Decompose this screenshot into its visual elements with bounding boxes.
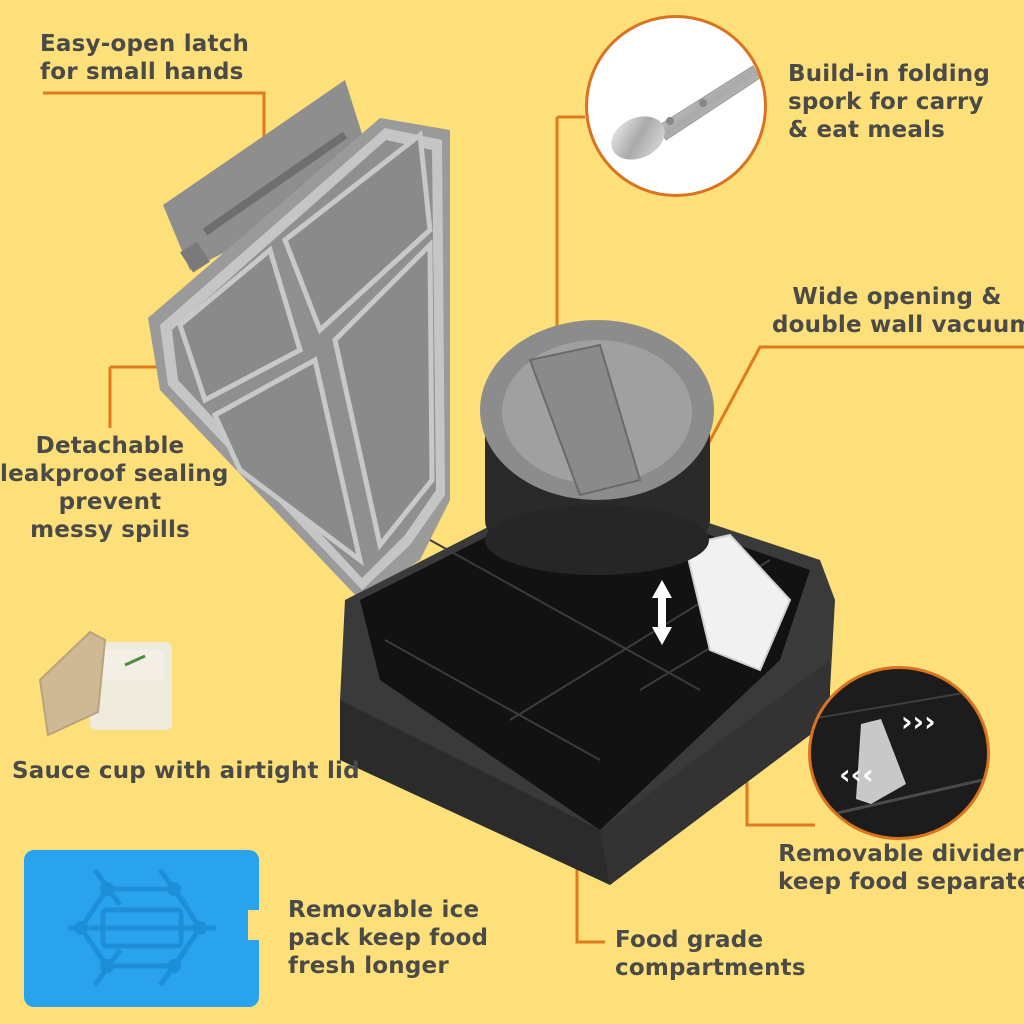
callout-sealing-line-1: Detachable [35,433,185,459]
callout-spork-line-3: & eat meals [788,117,946,143]
spork-icon [611,65,761,160]
svg-text:›››: ››› [901,705,936,738]
callout-vacuum-line-1: Wide opening & [792,284,1002,310]
callout-sealing-line-3: prevent [58,489,162,515]
callout-spork-line-2: spork for carry [788,89,984,115]
callout-compartments-line-1: Food grade [615,927,764,953]
base [340,480,835,885]
spork-inset-circle [585,15,767,197]
callout-sauce: Sauce cup with airtight lid [12,757,360,785]
callout-divider-line-2: keep food separate [778,869,1024,895]
callout-sauce-line-1: Sauce cup with airtight lid [12,758,360,784]
callout-icepack-line-2: pack keep food [288,925,489,951]
callout-divider: Removable divider keep food separate [778,840,1024,896]
callout-compartments-line-2: compartments [615,955,806,981]
callout-sealing: Detachable leakproof sealing prevent mes… [0,432,229,544]
callout-icepack-line-3: fresh longer [288,953,449,979]
callout-icepack: Removable ice pack keep food fresh longe… [288,896,488,980]
callout-latch-line-1: Easy-open latch [40,31,250,57]
callout-vacuum: Wide opening & double wall vacuum [772,283,1024,339]
divider-arrows-icon: ‹‹‹ ››› [811,688,987,821]
callout-sealing-line-2: leakproof sealing [0,461,229,487]
callout-latch-line-2: for small hands [40,59,244,85]
callout-latch: Easy-open latch for small hands [40,30,249,86]
callout-spork-line-1: Build-in folding [788,61,991,87]
callout-icepack-line-1: Removable ice [288,897,480,923]
food-jar [480,320,714,575]
svg-text:‹‹‹: ‹‹‹ [839,758,874,791]
callout-compartments: Food grade compartments [615,926,806,982]
divider-inset-circle: ‹‹‹ ››› [808,666,990,840]
callout-sealing-line-4: messy spills [30,517,190,543]
callout-vacuum-line-2: double wall vacuum [772,312,1024,338]
callout-divider-line-1: Removable divider [778,841,1024,867]
callout-spork: Build-in folding spork for carry & eat m… [788,60,990,144]
